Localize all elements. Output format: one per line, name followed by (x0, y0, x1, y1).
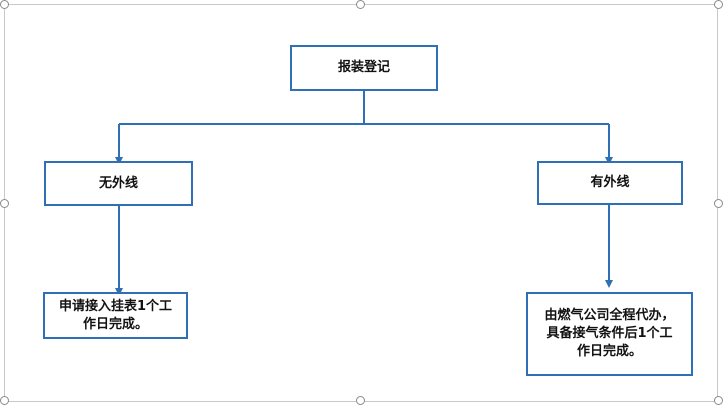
node-right-result[interactable]: 由燃气公司全程代办， 具备接气条件后1个工 作日完成。 (526, 292, 693, 376)
node-left-branch-label: 无外线 (98, 175, 138, 191)
resize-handle-middle-right[interactable] (714, 199, 723, 208)
node-right-result-label: 由燃气公司全程代办， 具备接气条件后1个工 作日完成。 (544, 308, 675, 359)
resize-handle-bottom-right[interactable] (714, 396, 723, 405)
resize-handle-bottom-center[interactable] (356, 396, 365, 405)
resize-handle-middle-left[interactable] (0, 199, 9, 208)
node-root-registration[interactable]: 报装登记 (290, 45, 438, 91)
resize-handle-top-left[interactable] (0, 0, 9, 9)
node-right-branch-label: 有外线 (590, 175, 630, 190)
node-left-result[interactable]: 申请接入挂表1个工 作日完成。 (43, 292, 188, 339)
resize-handle-top-right[interactable] (714, 0, 723, 9)
resize-handle-top-center[interactable] (356, 0, 365, 9)
node-root-label: 报装登记 (337, 60, 390, 75)
node-no-external-line[interactable]: 无外线 (44, 161, 193, 206)
node-has-external-line[interactable]: 有外线 (537, 161, 683, 205)
resize-handle-bottom-left[interactable] (0, 396, 9, 405)
node-left-result-label: 申请接入挂表1个工 作日完成。 (58, 298, 173, 332)
